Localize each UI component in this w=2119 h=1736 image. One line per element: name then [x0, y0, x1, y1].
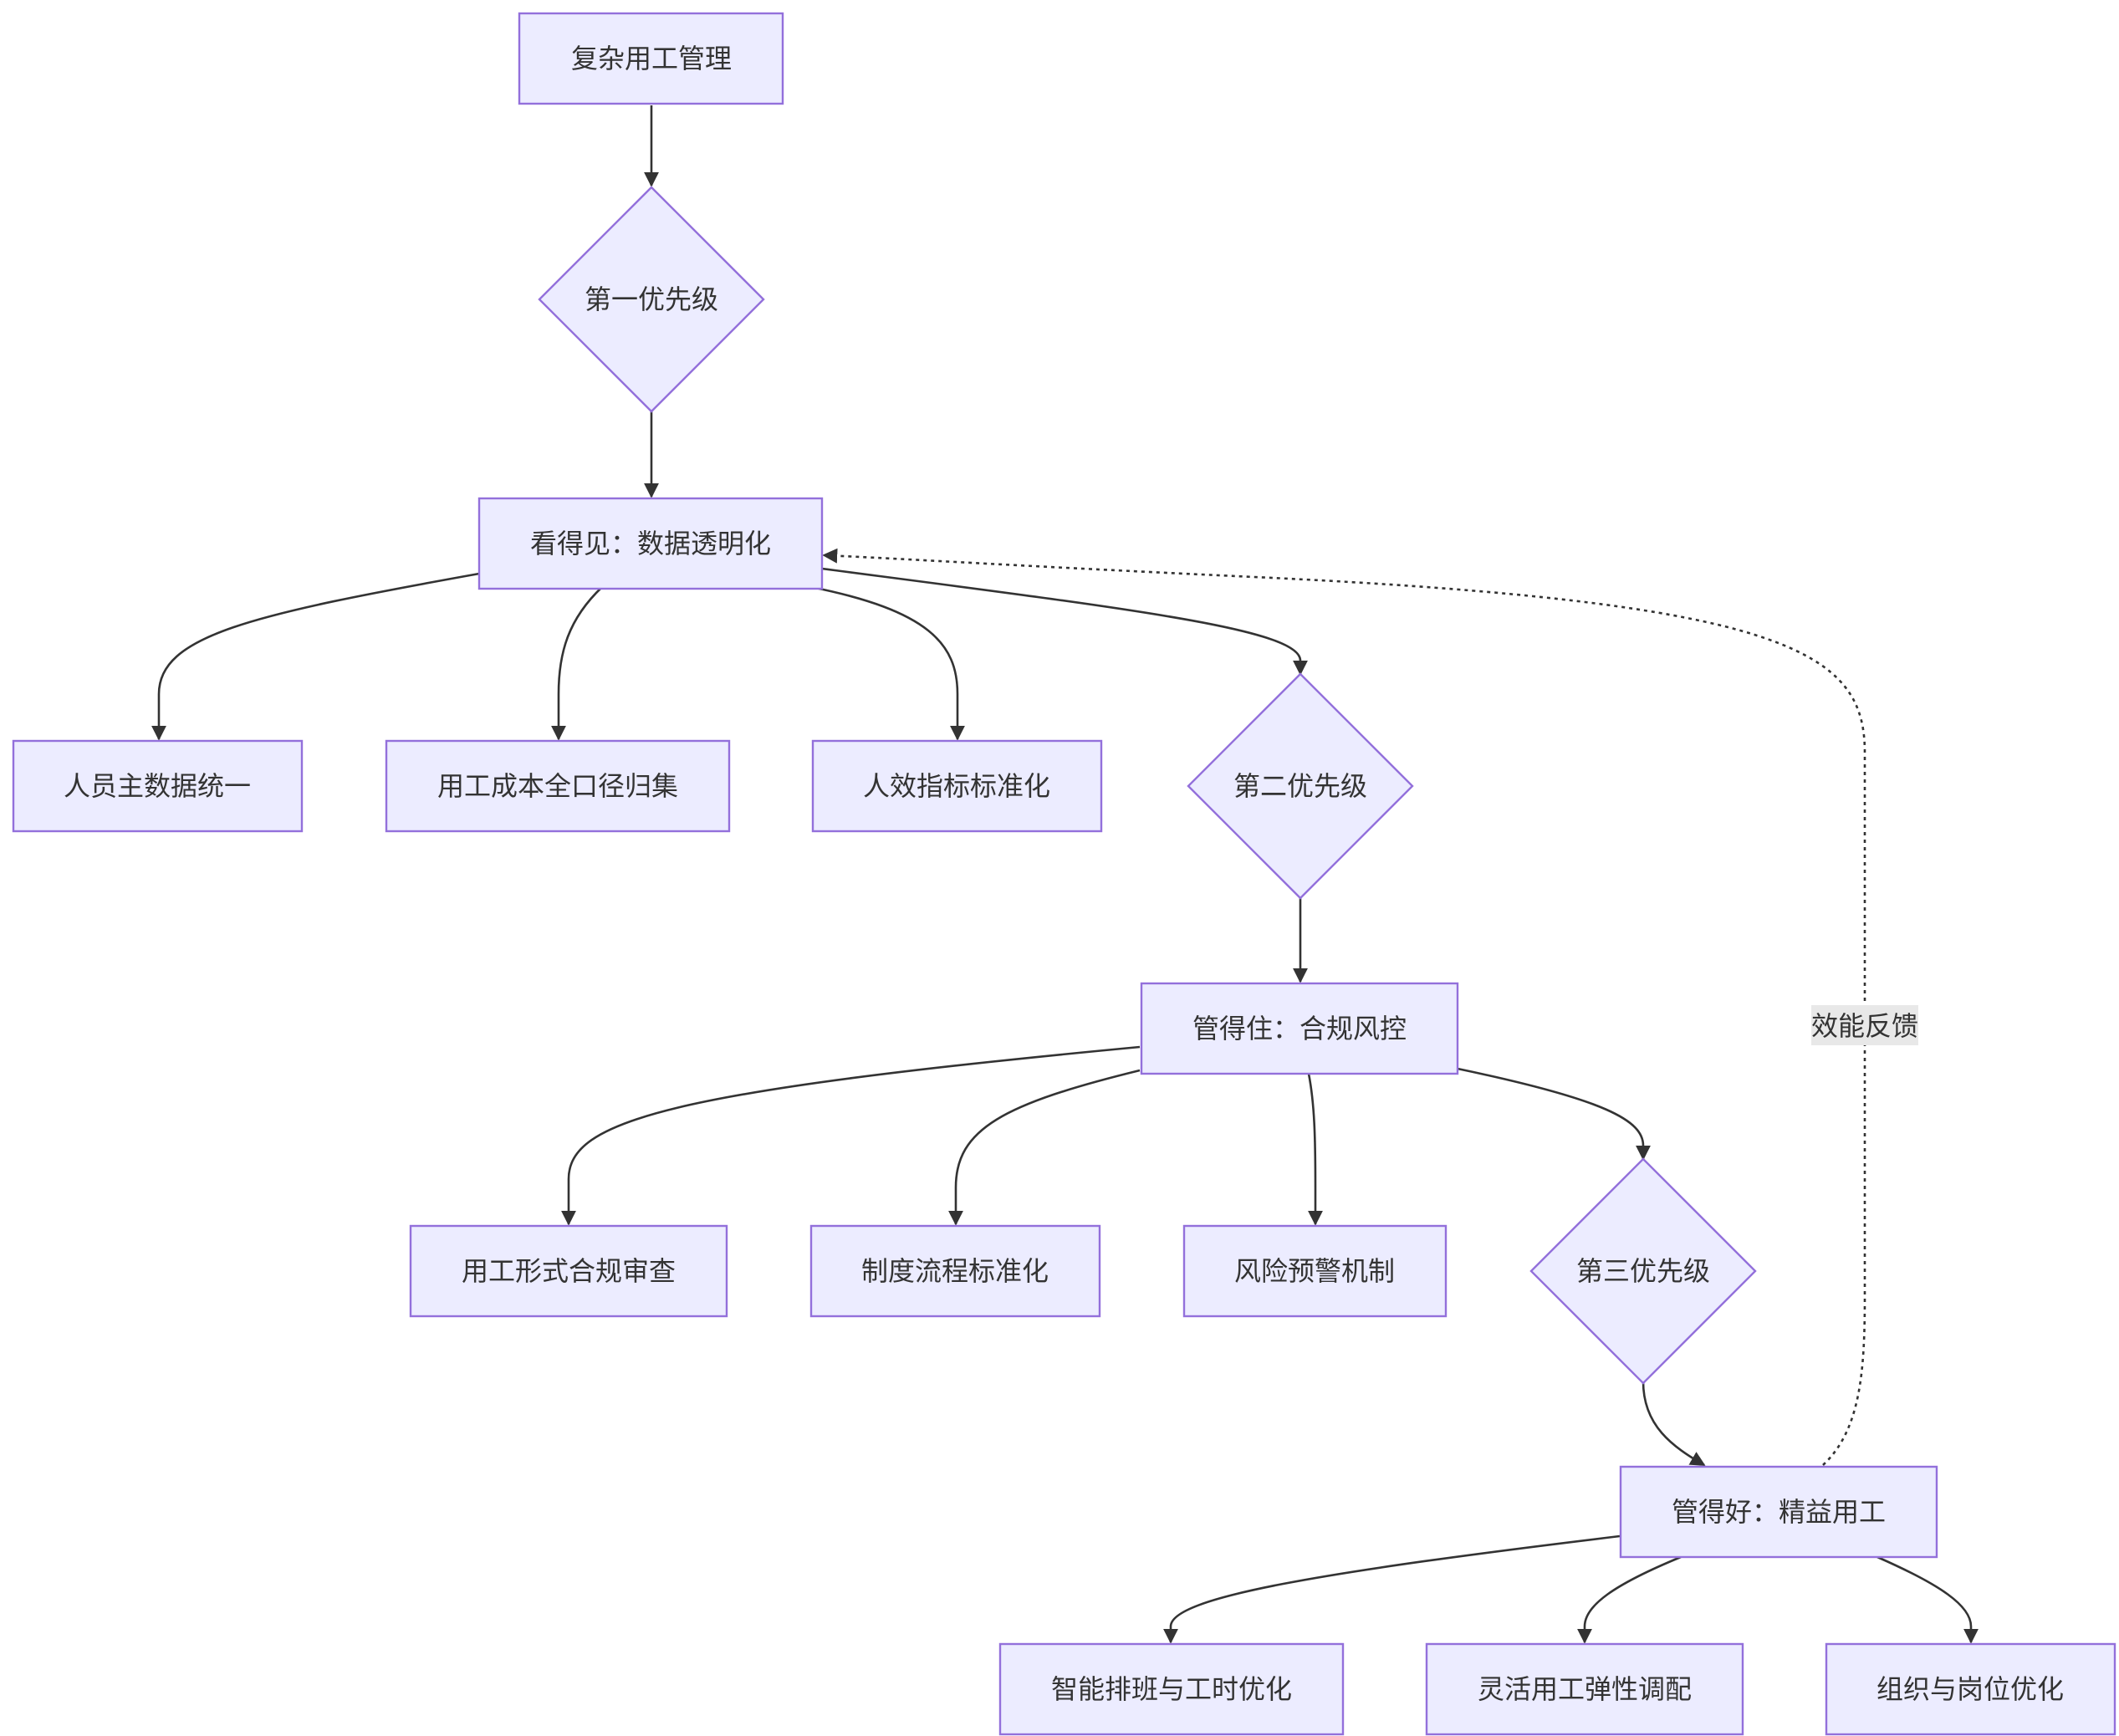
edge-label-text: 效能反馈 [1811, 1010, 1918, 1042]
edge-manage-manage1 [1163, 1534, 1621, 1644]
edge-manage-manage3 [1876, 1555, 1979, 1644]
node-label: 管得住：合规风控 [1192, 1013, 1407, 1044]
node-label: 第二优先级 [1233, 770, 1367, 802]
node-manage-1[interactable]: 智能排班与工时优化 [998, 1642, 1345, 1736]
node-p3-diamond[interactable]: 第三优先级 [1529, 1157, 1757, 1385]
edge-control-control3 [1307, 1073, 1323, 1226]
edge-see-see3 [810, 585, 965, 741]
node-label: 灵活用工弹性调配 [1478, 1673, 1692, 1705]
node-label: 第三优先级 [1576, 1255, 1710, 1287]
node-label: 制度流程标准化 [861, 1255, 1049, 1287]
node-label: 用工形式合规审查 [462, 1255, 676, 1287]
node-see-1[interactable]: 人员主数据统一 [12, 739, 304, 833]
node-p2-diamond[interactable]: 第二优先级 [1187, 672, 1414, 900]
edge-see-p2 [821, 567, 1308, 676]
node-label: 风险预警机制 [1234, 1255, 1395, 1287]
edge-control-p3 [1457, 1067, 1651, 1161]
node-label: 管得好：精益用工 [1672, 1496, 1886, 1528]
node-see-2[interactable]: 用工成本全口径归集 [385, 739, 731, 833]
edge-see-see2 [551, 586, 603, 741]
node-label: 智能排班与工时优化 [1051, 1673, 1292, 1705]
node-manage-2[interactable]: 灵活用工弹性调配 [1425, 1642, 1744, 1736]
edge-p3-manage [1642, 1381, 1706, 1467]
node-manage-3[interactable]: 组织与岗位优化 [1825, 1642, 2116, 1736]
node-label: 用工成本全口径归集 [437, 770, 678, 802]
edges [151, 105, 1979, 1644]
node-label: 组织与岗位优化 [1876, 1673, 2064, 1705]
edge-manage-manage2 [1577, 1555, 1682, 1644]
edge-label-feedback: 效能反馈 [1811, 1005, 1918, 1045]
node-root[interactable]: 复杂用工管理 [518, 12, 784, 105]
node-label: 看得见：数据透明化 [530, 528, 771, 559]
node-label: 复杂用工管理 [571, 43, 732, 74]
edge-control-control2 [948, 1069, 1141, 1226]
node-p1-diamond[interactable]: 第一优先级 [538, 186, 765, 413]
node-control-3[interactable]: 风险预警机制 [1182, 1224, 1448, 1318]
node-control-1[interactable]: 用工形式合规审查 [409, 1224, 728, 1318]
edge-see-see1 [151, 572, 480, 741]
node-label: 第一优先级 [585, 283, 718, 315]
node-label: 人效指标标准化 [863, 770, 1050, 802]
node-control[interactable]: 管得住：合规风控 [1140, 982, 1459, 1075]
node-label: 人员主数据统一 [64, 770, 251, 802]
node-see-3[interactable]: 人效指标标准化 [811, 739, 1103, 833]
node-manage[interactable]: 管得好：精益用工 [1619, 1465, 1938, 1559]
node-control-2[interactable]: 制度流程标准化 [809, 1224, 1101, 1318]
edge-control-control1 [561, 1045, 1141, 1226]
node-see[interactable]: 看得见：数据透明化 [477, 497, 824, 590]
edge-manage-see-feedback [822, 548, 1866, 1466]
